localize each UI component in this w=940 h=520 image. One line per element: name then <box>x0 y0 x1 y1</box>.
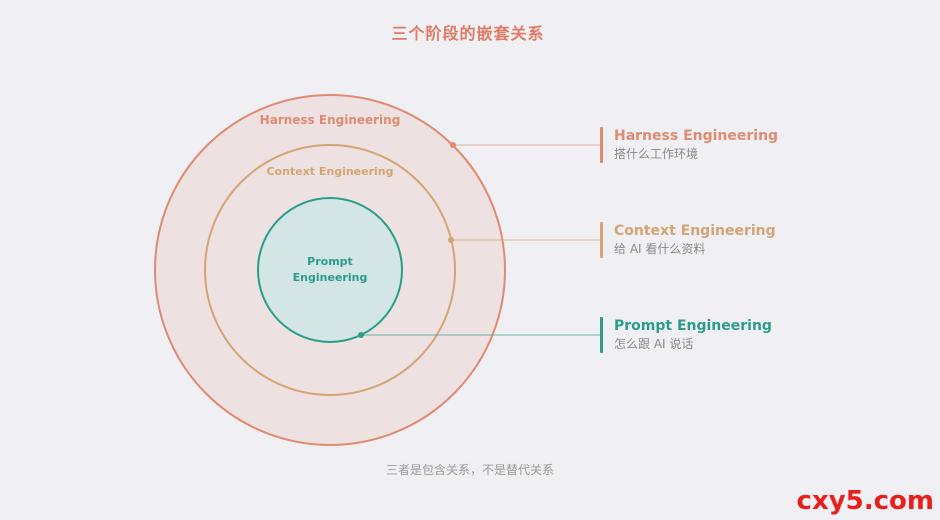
legend-title-context: Context Engineering <box>614 223 776 239</box>
legend-desc-harness: 搭什么工作环境 <box>614 147 699 161</box>
legend-bar-context <box>600 222 603 258</box>
legend-title-harness: Harness Engineering <box>614 128 779 144</box>
legend-bar-harness <box>600 127 603 163</box>
harness-connector-dot <box>450 142 456 148</box>
context-circle-label: Context Engineering <box>266 165 393 178</box>
prompt-circle-label-line1: Prompt <box>307 255 353 268</box>
footnote: 三者是包含关系，不是替代关系 <box>385 463 554 477</box>
legend-title-prompt: Prompt Engineering <box>614 318 772 334</box>
legend-bar-prompt <box>600 317 603 353</box>
diagram-title: 三个阶段的嵌套关系 <box>391 24 545 43</box>
legend-item-context: Context Engineering 给 AI 看什么资料 <box>600 222 776 258</box>
prompt-connector-dot <box>358 332 364 338</box>
legend-desc-context: 给 AI 看什么资料 <box>614 242 706 256</box>
legend-item-harness: Harness Engineering 搭什么工作环境 <box>600 127 778 163</box>
harness-circle-label: Harness Engineering <box>260 113 401 127</box>
legend-item-prompt: Prompt Engineering 怎么跟 AI 说话 <box>600 317 772 353</box>
legend-desc-prompt: 怎么跟 AI 说话 <box>614 337 694 351</box>
prompt-circle-label-line2: Engineering <box>293 271 368 284</box>
site-watermark: cxy5.com <box>796 486 934 516</box>
prompt-circle <box>257 197 403 343</box>
context-connector-dot <box>448 237 454 243</box>
